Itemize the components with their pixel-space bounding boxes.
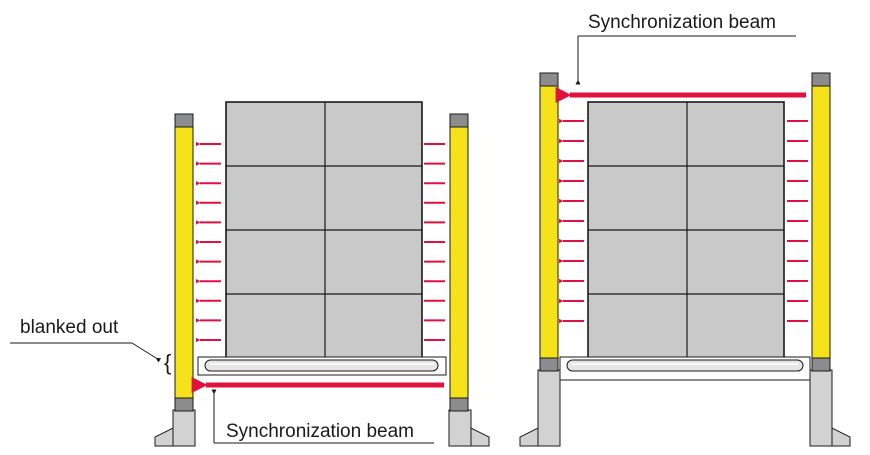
right-receiver-column bbox=[811, 72, 831, 372]
right-conveyor-roller bbox=[559, 356, 811, 381]
left-scene: { blanked out Synchronization beam bbox=[10, 101, 490, 447]
right-stand-left bbox=[519, 369, 561, 447]
right-sync-callout bbox=[575, 35, 796, 85]
left-stand-left bbox=[154, 409, 196, 447]
right-beam-rows bbox=[559, 118, 808, 324]
right-stand-right bbox=[809, 369, 851, 447]
sync-beam-label-right: Synchronization beam bbox=[588, 12, 776, 33]
left-stand-right bbox=[448, 409, 490, 447]
sync-beam-label-left: Synchronization beam bbox=[226, 421, 414, 442]
left-emitter-column bbox=[174, 113, 194, 412]
left-sync-callout bbox=[211, 389, 434, 444]
blanked-out-label: blanked out bbox=[20, 317, 119, 338]
blanked-out-callout: { bbox=[10, 342, 171, 375]
left-beam-rows bbox=[196, 141, 445, 343]
left-pallet bbox=[225, 101, 423, 359]
left-receiver-column bbox=[449, 113, 469, 412]
right-scene: Synchronization beam bbox=[519, 12, 851, 447]
right-emitter-column bbox=[539, 72, 559, 372]
right-pallet bbox=[587, 101, 785, 359]
blanked-zone-brace: { bbox=[164, 350, 171, 375]
left-conveyor-roller bbox=[197, 356, 447, 376]
